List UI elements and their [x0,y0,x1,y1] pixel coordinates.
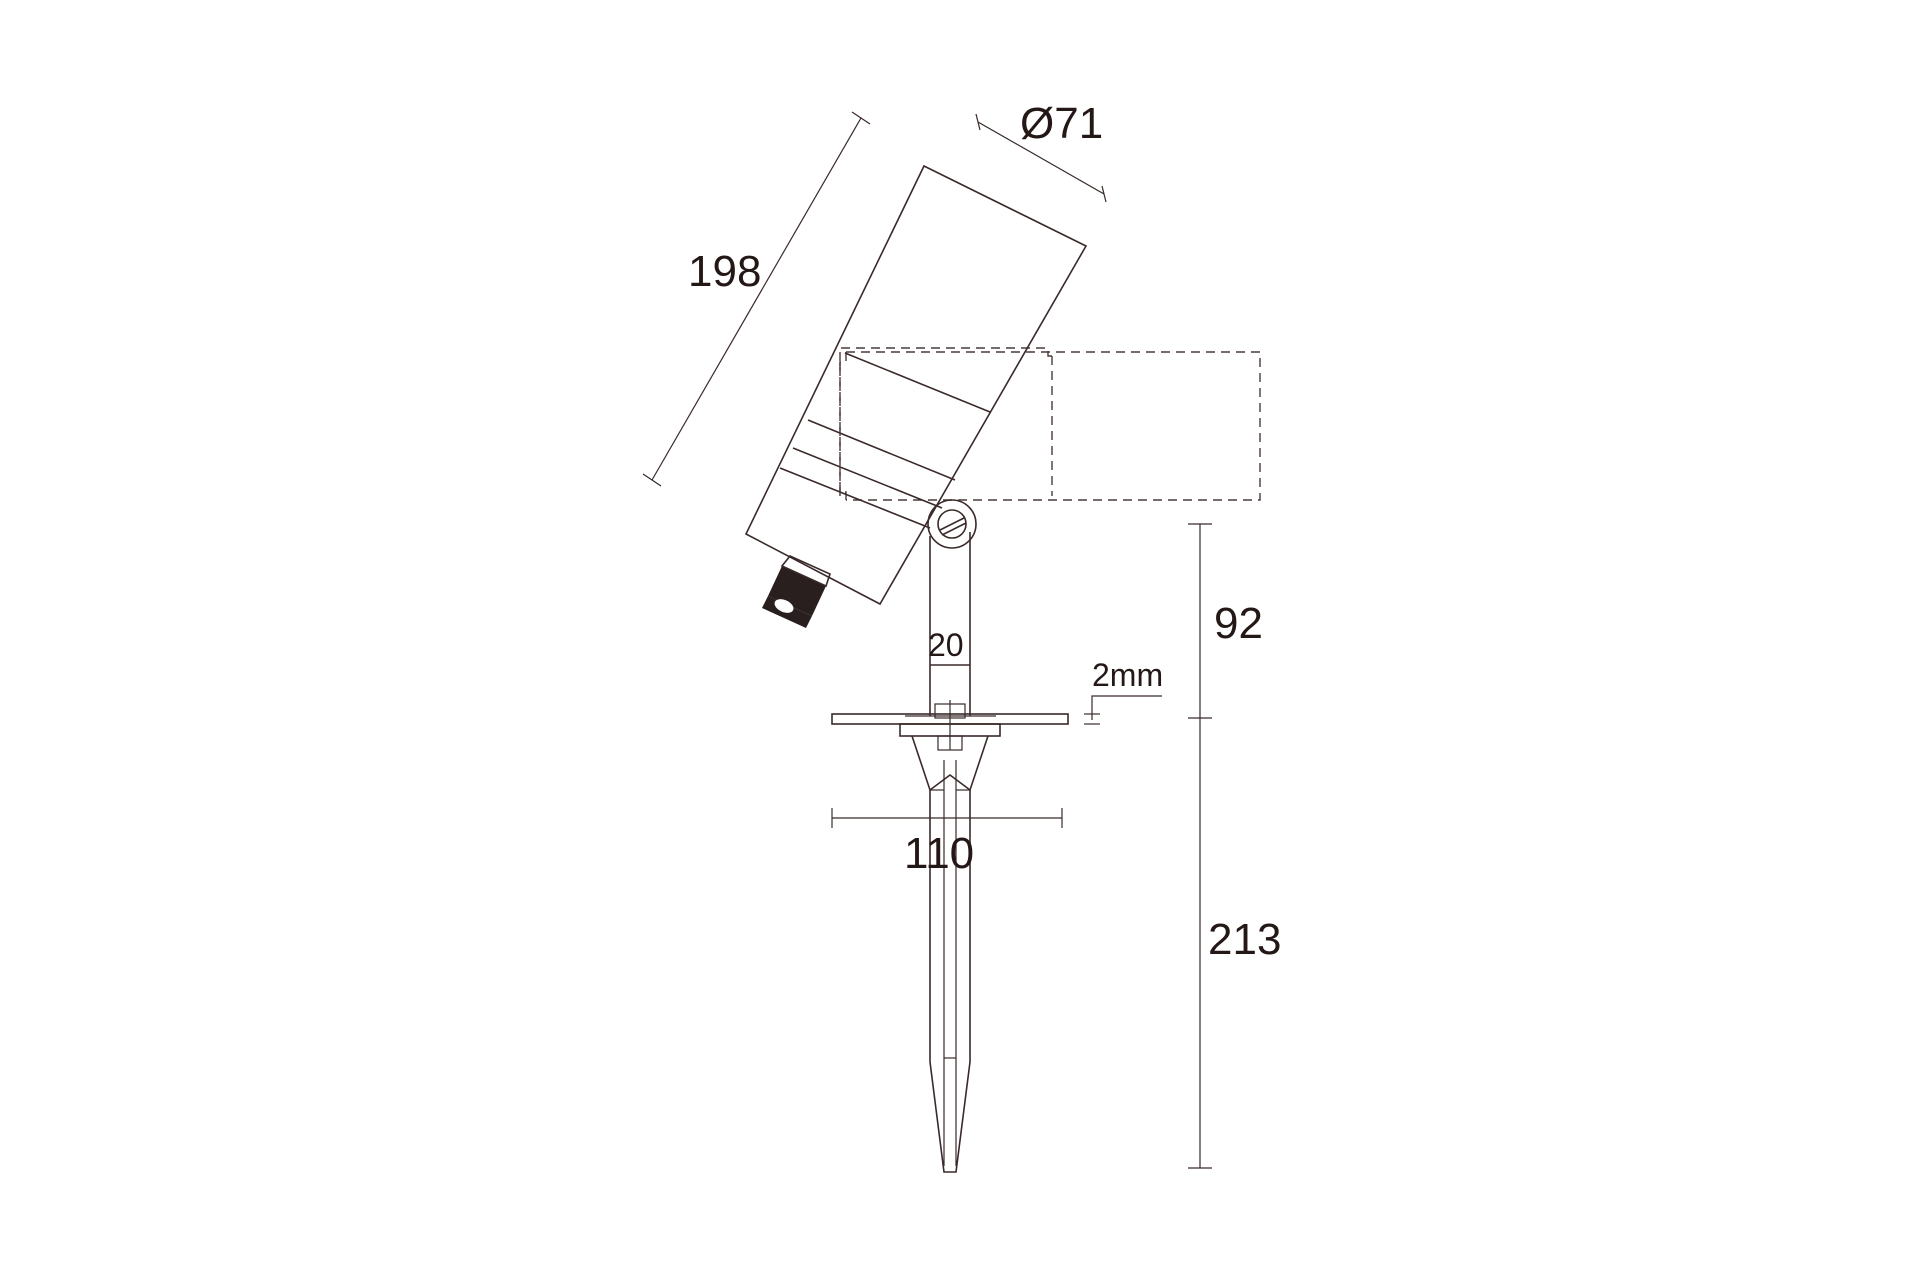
dimension-stem-label: 20 [928,627,964,663]
dimension-flange-width-label: 110 [904,829,974,878]
dimension-length: 198 [642,111,871,487]
dimension-lower-height-label: 213 [1208,915,1281,964]
lamp-body [744,164,1088,606]
stem [929,532,971,716]
dimension-vertical: 92 213 [1188,523,1281,1169]
dimension-flange-thickness-label: 2mm [1092,657,1163,693]
cable-gland [762,555,831,628]
ground-spike [911,735,989,1173]
dimension-diameter: Ø71 [975,99,1107,203]
alternate-position-outline [839,347,1261,501]
flange-plate [831,700,1069,751]
dimension-flange-thickness: 2mm [1084,657,1163,725]
dimension-upper-height-label: 92 [1214,599,1263,648]
dimension-flange-width: 110 [831,808,1063,878]
dimension-length-label: 198 [688,247,761,296]
pivot-knuckle [927,499,977,549]
dimension-diameter-label: Ø71 [1020,99,1103,148]
